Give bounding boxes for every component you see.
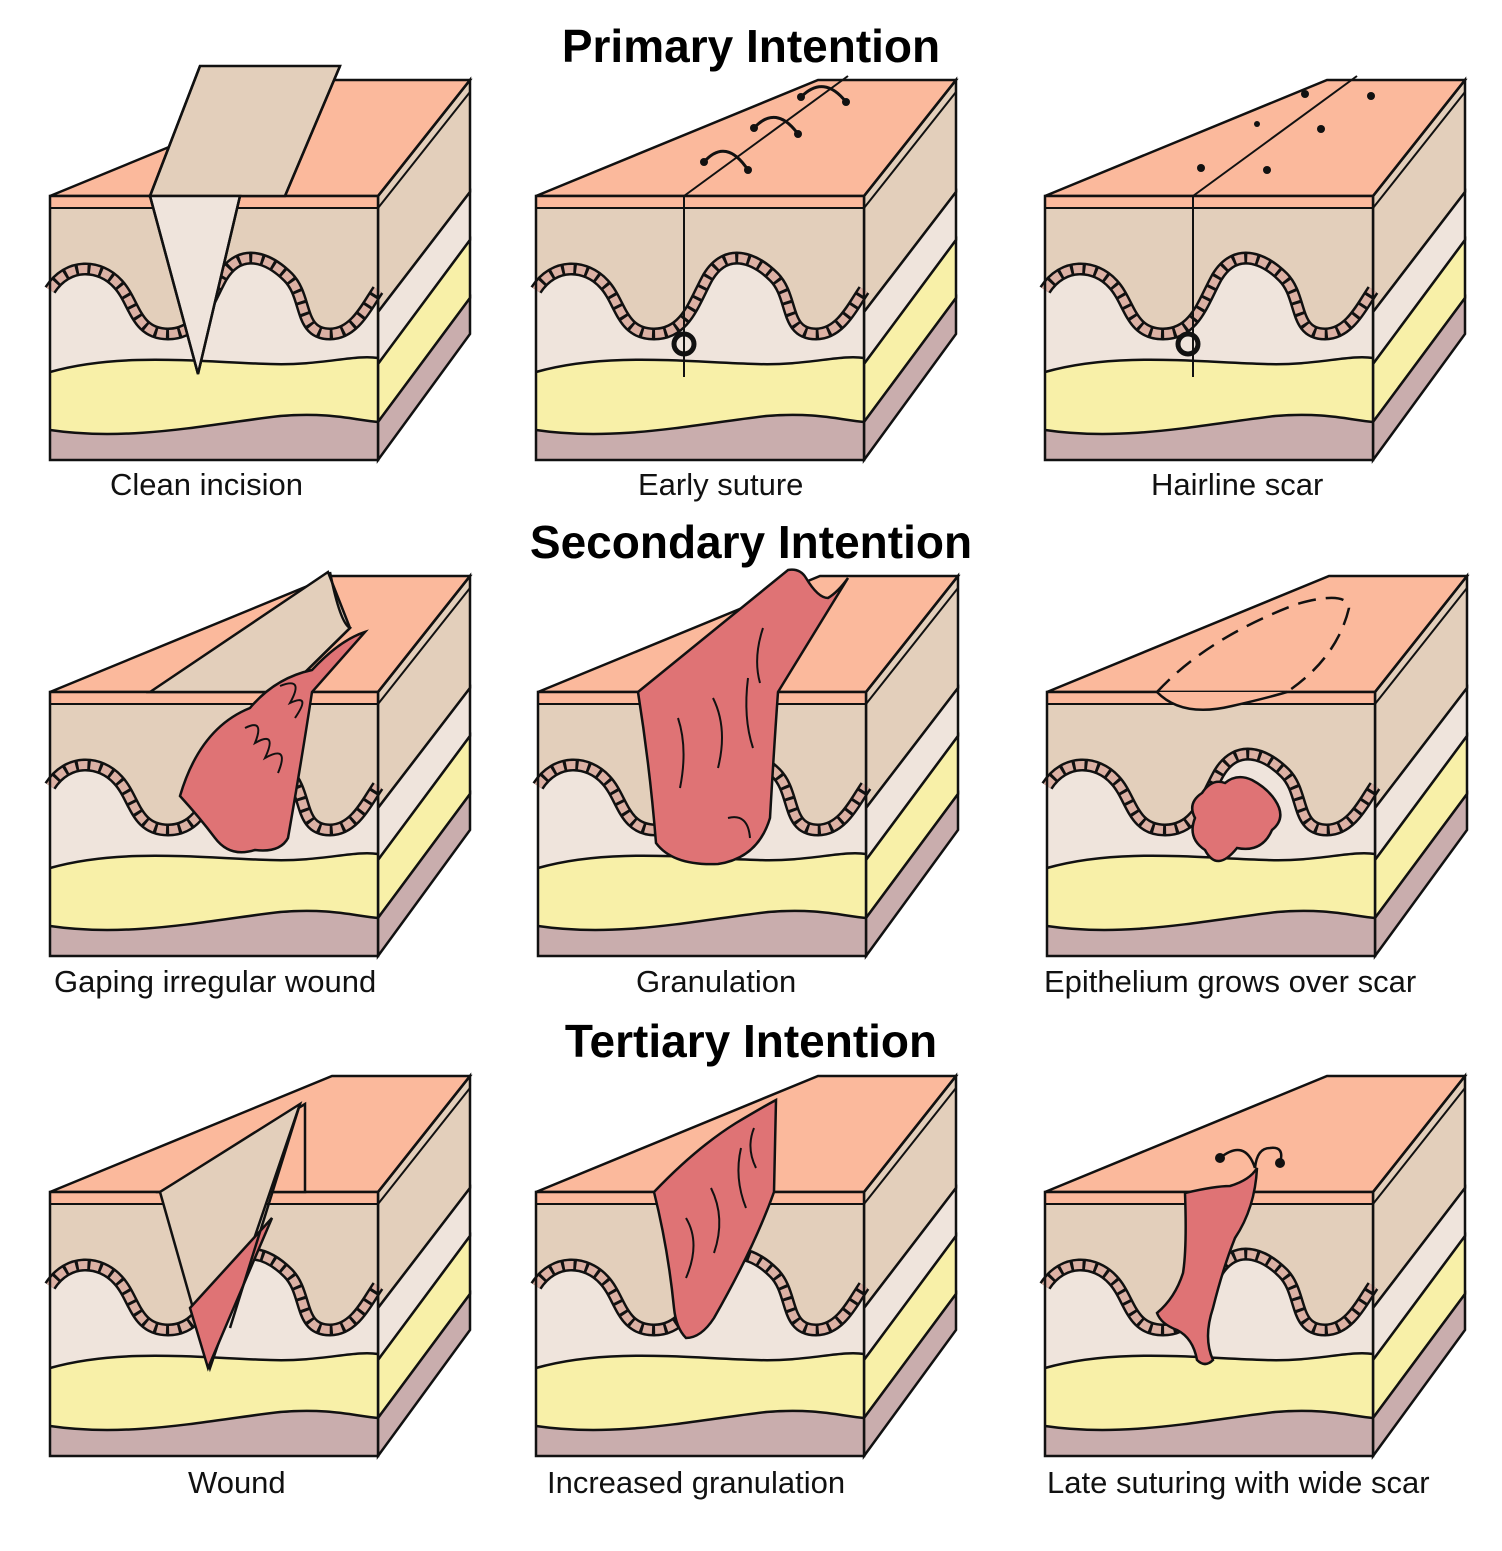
fat-boundary bbox=[537, 851, 867, 870]
caption-hairline-scar: Hairline scar bbox=[1151, 467, 1324, 502]
muscle-boundary bbox=[535, 413, 865, 436]
panel-early-suture bbox=[530, 72, 976, 472]
panel-hairline-scar bbox=[1039, 72, 1485, 472]
caption-late-suturing-wide-scar: Late suturing with wide scar bbox=[1047, 1465, 1430, 1500]
front-frame bbox=[534, 194, 866, 462]
suture-stitches bbox=[671, 75, 850, 377]
section-title-tertiary: Tertiary Intention bbox=[564, 1015, 938, 1067]
granulation-tissue bbox=[636, 568, 850, 866]
late-suture-wide-scar bbox=[1155, 1146, 1285, 1366]
caption-increased-granulation: Increased granulation bbox=[547, 1465, 846, 1500]
increased-granulation-tissue bbox=[652, 1097, 778, 1340]
muscle-boundary bbox=[535, 1409, 865, 1432]
panel-gaping-irregular-wound bbox=[44, 568, 490, 968]
gaping-wound bbox=[145, 570, 369, 854]
caption-epithelium-grows-over-scar: Epithelium grows over scar bbox=[1044, 964, 1417, 999]
caption-early-suture: Early suture bbox=[638, 467, 804, 502]
wound-cut bbox=[155, 1101, 307, 1373]
panel-late-suturing-wide-scar bbox=[1039, 1068, 1485, 1468]
incision-cut bbox=[148, 64, 342, 375]
muscle-boundary bbox=[1044, 413, 1374, 436]
skin-block-late-suturing bbox=[1039, 1072, 1468, 1460]
fat-boundary bbox=[49, 851, 379, 870]
muscle-boundary bbox=[1044, 1409, 1374, 1432]
skin-block-granulation bbox=[532, 568, 961, 960]
skin-block-epithelium bbox=[1041, 572, 1470, 960]
skin-block-increased-granulation bbox=[530, 1072, 959, 1460]
muscle-boundary bbox=[1046, 909, 1376, 932]
muscle-boundary bbox=[49, 909, 379, 932]
caption-clean-incision: Clean incision bbox=[110, 467, 303, 502]
fat-boundary bbox=[535, 1351, 865, 1370]
skin-block-hairline-scar bbox=[1039, 75, 1468, 464]
epithelium-scar bbox=[1156, 596, 1351, 863]
fat-boundary bbox=[1044, 1351, 1374, 1370]
muscle-boundary bbox=[49, 413, 379, 436]
section-title-primary: Primary Intention bbox=[561, 20, 941, 72]
panel-wound bbox=[44, 1068, 490, 1468]
fat-boundary bbox=[49, 355, 379, 374]
panel-clean-incision bbox=[44, 64, 490, 472]
skin-block-clean-incision bbox=[44, 64, 473, 464]
skin-block-wound bbox=[44, 1072, 473, 1460]
fat-boundary bbox=[1046, 851, 1376, 870]
muscle-boundary bbox=[49, 1409, 379, 1432]
panel-increased-granulation bbox=[530, 1068, 976, 1468]
front-epidermis bbox=[1044, 195, 1374, 209]
front-epidermis bbox=[535, 195, 865, 209]
caption-wound: Wound bbox=[188, 1465, 286, 1500]
fat-boundary bbox=[49, 1351, 379, 1370]
fat-boundary bbox=[1044, 355, 1374, 374]
section-title-secondary: Secondary Intention bbox=[529, 516, 973, 568]
muscle-boundary bbox=[537, 909, 867, 932]
front-epidermis bbox=[49, 691, 379, 705]
caption-gaping-irregular-wound: Gaping irregular wound bbox=[54, 964, 377, 999]
skin-block-gaping-wound bbox=[44, 570, 473, 960]
front-frame bbox=[1043, 194, 1375, 462]
panel-epithelium-grows-over-scar bbox=[1041, 568, 1487, 968]
fat-boundary bbox=[535, 355, 865, 374]
skin-block-early-suture bbox=[530, 75, 959, 464]
caption-granulation: Granulation bbox=[636, 964, 797, 999]
panel-granulation bbox=[532, 568, 978, 968]
hairline-scar-line bbox=[1175, 75, 1375, 377]
